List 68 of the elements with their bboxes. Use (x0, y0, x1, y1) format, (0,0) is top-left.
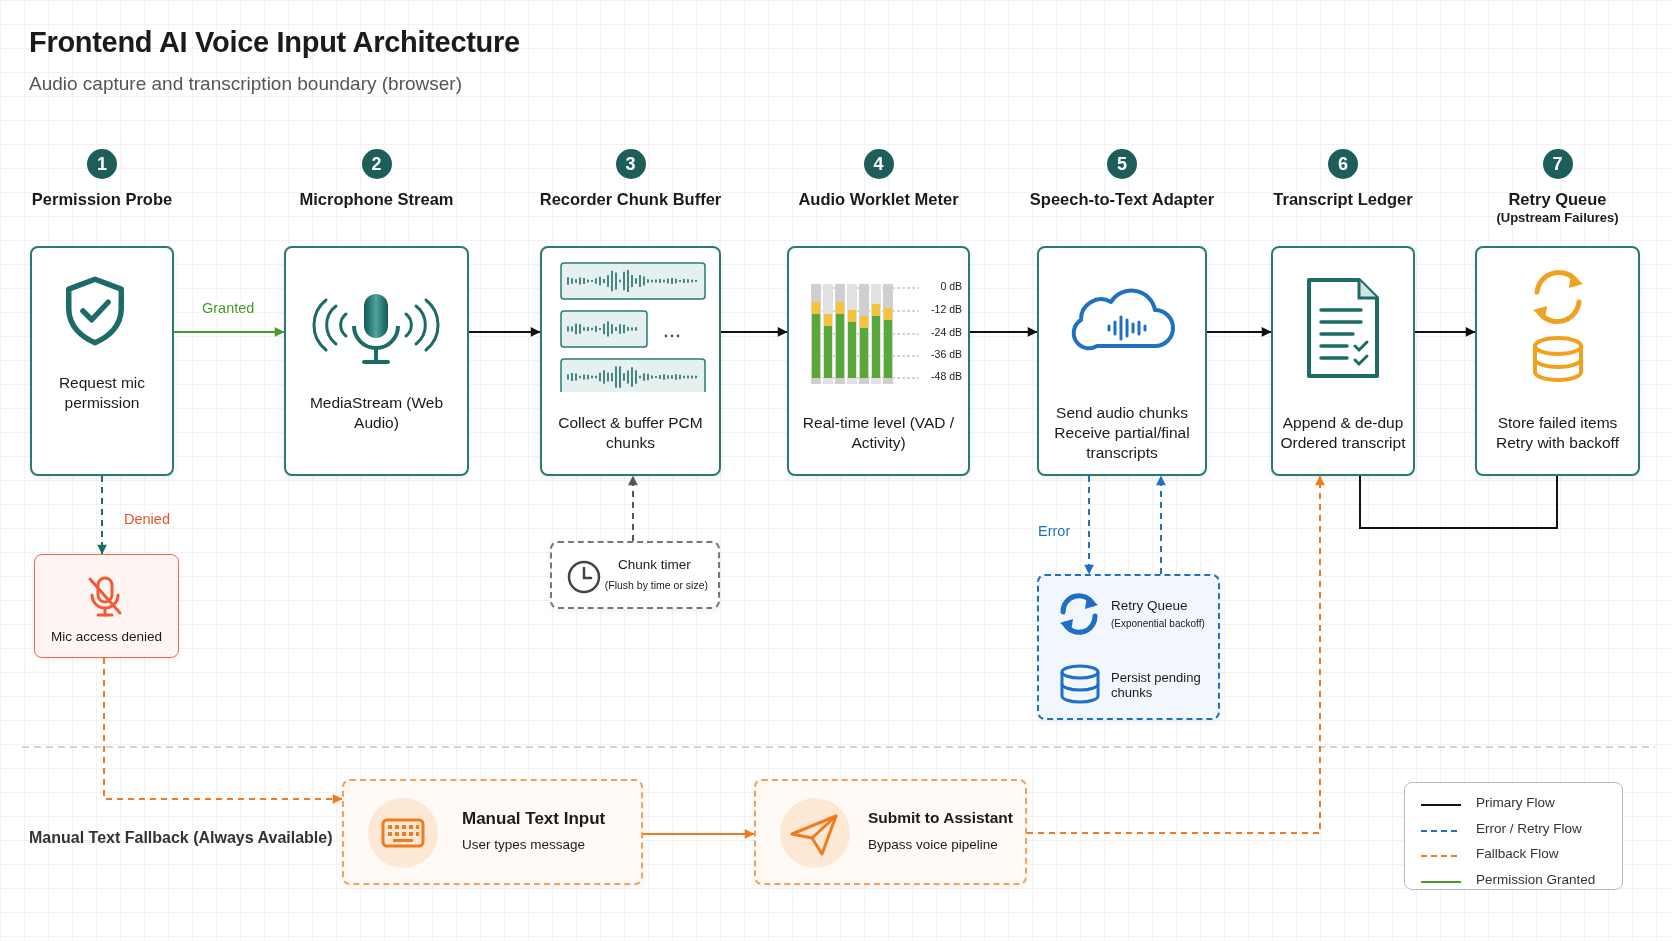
step-description: Retry with backoff (1495, 433, 1620, 453)
timer-note: (Flush by time or size) (603, 579, 709, 591)
stage-title: Transcript Ledger (1272, 189, 1414, 210)
step-number-badge: 4 (863, 149, 894, 179)
timer-box (550, 541, 720, 609)
error-message: Mic access denied (49, 629, 164, 644)
queue-note: (Exponential backoff) (1111, 618, 1205, 629)
edge-label: Granted (200, 300, 257, 316)
step-number-badge: 2 (361, 149, 392, 179)
stage-subtitle: (Upstream Failures) (1496, 210, 1619, 225)
stage-title: Retry Queue (1507, 189, 1608, 210)
arrow (173, 327, 285, 337)
arrow (720, 327, 788, 337)
step-description: Ordered transcript (1279, 433, 1407, 453)
legend-text: Permission Granted (1476, 871, 1596, 887)
stage-title: Audio Worklet Meter (797, 189, 960, 210)
step-description: MediaStream (Web Audio) (308, 393, 445, 433)
edge-label: Denied (122, 511, 172, 527)
fallback-description: Bypass voice pipeline (868, 837, 998, 852)
decibel-label: -36 dB (930, 348, 962, 360)
step-description: Store failed items (1496, 413, 1619, 433)
decibel-label: -48 dB (930, 370, 962, 382)
stage-title: Microphone Stream (298, 189, 455, 210)
step-number-badge: 1 (87, 149, 117, 179)
diagram-subtitle: Audio capture and transcription boundary (browser) (29, 73, 462, 95)
step-description: Append & de-dup (1281, 413, 1405, 433)
step-description: Real-time level (VAD / Activity) (801, 413, 956, 453)
arrow (1414, 327, 1476, 337)
decibel-label: -12 dB (930, 303, 962, 315)
step-number-badge: 5 (1107, 149, 1137, 179)
arrow (1084, 475, 1094, 575)
decibel-label: -24 dB (930, 326, 962, 338)
stage-title: Permission Probe (30, 189, 174, 210)
arrow (103, 657, 343, 804)
error-box (34, 554, 179, 658)
diagram-title: Frontend AI Voice Input Architecture (29, 26, 520, 59)
step-description: Request mic permission (57, 373, 147, 413)
arrow (1026, 475, 1325, 834)
fallback-box (342, 779, 643, 885)
legend-text: Fallback Flow (1476, 846, 1559, 861)
fallback-title: Submit to Assistant (868, 809, 1013, 827)
step-number-badge: 3 (615, 149, 646, 179)
decibel-label: 0 dB (939, 280, 962, 292)
step-number-badge: 6 (1328, 149, 1358, 179)
arrow (1156, 475, 1166, 575)
step-description: Collect & buffer PCM chunks (557, 413, 704, 453)
arrow (1206, 327, 1272, 337)
connector-line (1359, 475, 1558, 529)
fallback-description: User types message (462, 837, 586, 852)
timer-title: Chunk timer (618, 557, 691, 572)
step-number-badge: 7 (1542, 149, 1573, 179)
arrow (468, 327, 541, 337)
stage-title: Speech-to-Text Adapter (1028, 189, 1216, 210)
fallback-title: Manual Text Input (462, 809, 606, 829)
step-description: Receive partial/final transcripts (1053, 423, 1191, 463)
queue-description: Persist pending chunks (1111, 670, 1202, 700)
legend-text: Error / Retry Flow (1476, 820, 1582, 836)
queue-title: Retry Queue (1111, 598, 1188, 613)
edge-label: Error (1036, 523, 1073, 539)
legend-text: Primary Flow (1476, 795, 1555, 810)
arrow (628, 475, 638, 542)
stage-title: Recorder Chunk Buffer (538, 189, 723, 210)
arrow (642, 829, 755, 839)
arrow (97, 475, 107, 555)
arrow (969, 327, 1038, 337)
retry-queue-box (1037, 574, 1220, 720)
step-description: Send audio chunks (1055, 403, 1189, 423)
fallback-box (754, 779, 1027, 885)
